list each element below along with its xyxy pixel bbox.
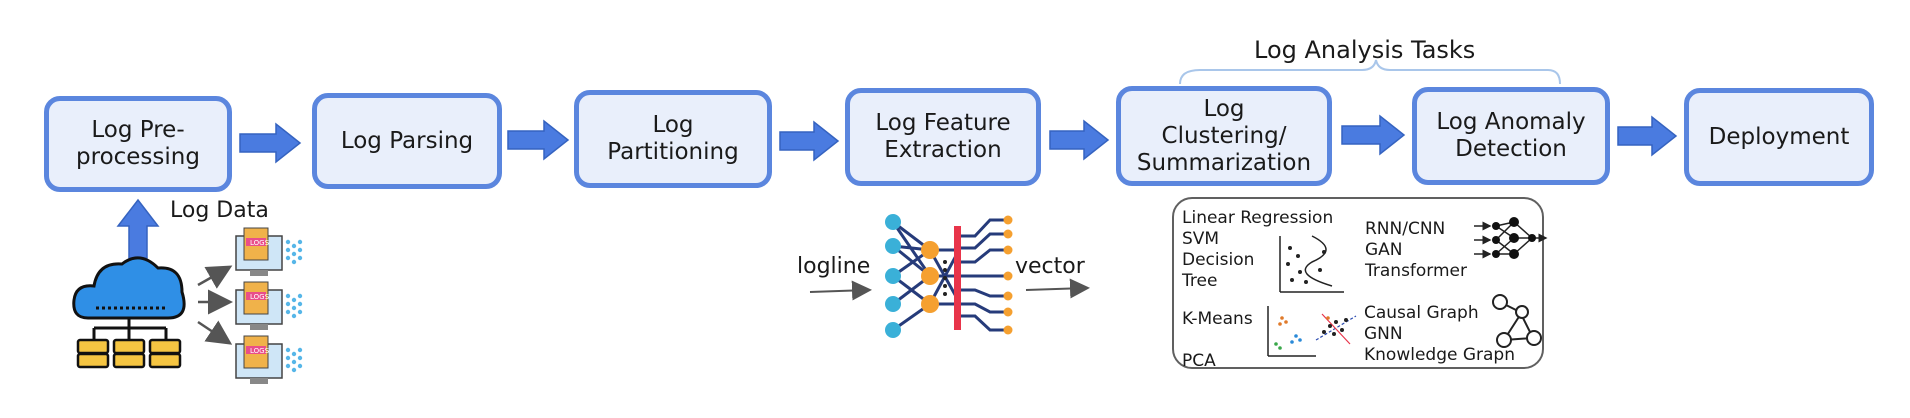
step-label: Log Clustering/ Summarization [1136, 95, 1312, 176]
flow-arrow-4 [1049, 119, 1110, 161]
analysis-tasks-label: Log Analysis Tasks [1254, 36, 1476, 64]
step-log-parsing: Log Parsing [312, 93, 502, 189]
clustering-plot-icon [1267, 306, 1316, 357]
svg-text:LOGS: LOGS [250, 239, 270, 247]
step-label: Deployment [1708, 123, 1850, 150]
logline-label: logline [797, 254, 871, 279]
step-log-feature-extraction: Log Feature Extraction [845, 88, 1041, 186]
flow-arrow-3 [779, 120, 840, 162]
logline-arrow [809, 280, 872, 301]
log-source-arrow [197, 265, 233, 289]
analysis-tasks-brace [1179, 59, 1561, 85]
step-log-clustering-summarization: Log Clustering/ Summarization [1116, 86, 1332, 186]
cloud-server-icon [72, 256, 186, 369]
step-log-partitioning: Log Partitioning [574, 90, 772, 188]
svg-text:LOGS: LOGS [250, 293, 270, 301]
pca-plot-icon [1315, 313, 1357, 345]
step-label: Log Anomaly Detection [1436, 109, 1586, 162]
graph-icon [1492, 294, 1542, 348]
graph-models: Causal Graph GNN Knowledge Grapn [1364, 303, 1515, 365]
log-files-icon: LOGS LOGS LOGS [235, 227, 303, 384]
vector-label: vector [1015, 254, 1085, 279]
network-output-nodes [1003, 215, 1013, 335]
deep-network-nodes [1492, 217, 1536, 259]
unsupervised-models: K-Means PCA [1182, 309, 1253, 371]
vector-arrow [1025, 278, 1090, 299]
regression-plot-icon [1279, 235, 1344, 293]
network-dots [943, 260, 947, 296]
step-log-preprocessing: Log Pre- processing [44, 96, 232, 192]
flow-arrow-1 [239, 122, 302, 164]
step-label: Log Partitioning [607, 112, 739, 165]
network-red-bar [954, 226, 961, 330]
classic-supervised-models: Linear Regression SVM Decision Tree [1182, 208, 1334, 291]
step-label: Log Parsing [340, 127, 474, 154]
network-hidden-nodes [921, 241, 939, 313]
flow-arrow-6 [1617, 115, 1678, 157]
flow-arrow-5 [1341, 114, 1406, 156]
flow-arrow-2 [507, 119, 570, 161]
step-label: Log Pre- processing [76, 117, 200, 170]
step-label: Log Feature Extraction [875, 110, 1011, 163]
step-deployment: Deployment [1684, 88, 1874, 186]
upward-arrow [116, 198, 160, 259]
svg-text:LOGS: LOGS [250, 347, 270, 355]
network-input-nodes [885, 214, 901, 338]
deep-learning-models: RNN/CNN GAN Transformer [1365, 219, 1468, 281]
step-log-anomaly-detection: Log Anomaly Detection [1412, 87, 1610, 185]
neural-network-icon [891, 218, 1006, 332]
log-data-label: Log Data [170, 198, 269, 223]
log-source-arrow [197, 320, 233, 345]
